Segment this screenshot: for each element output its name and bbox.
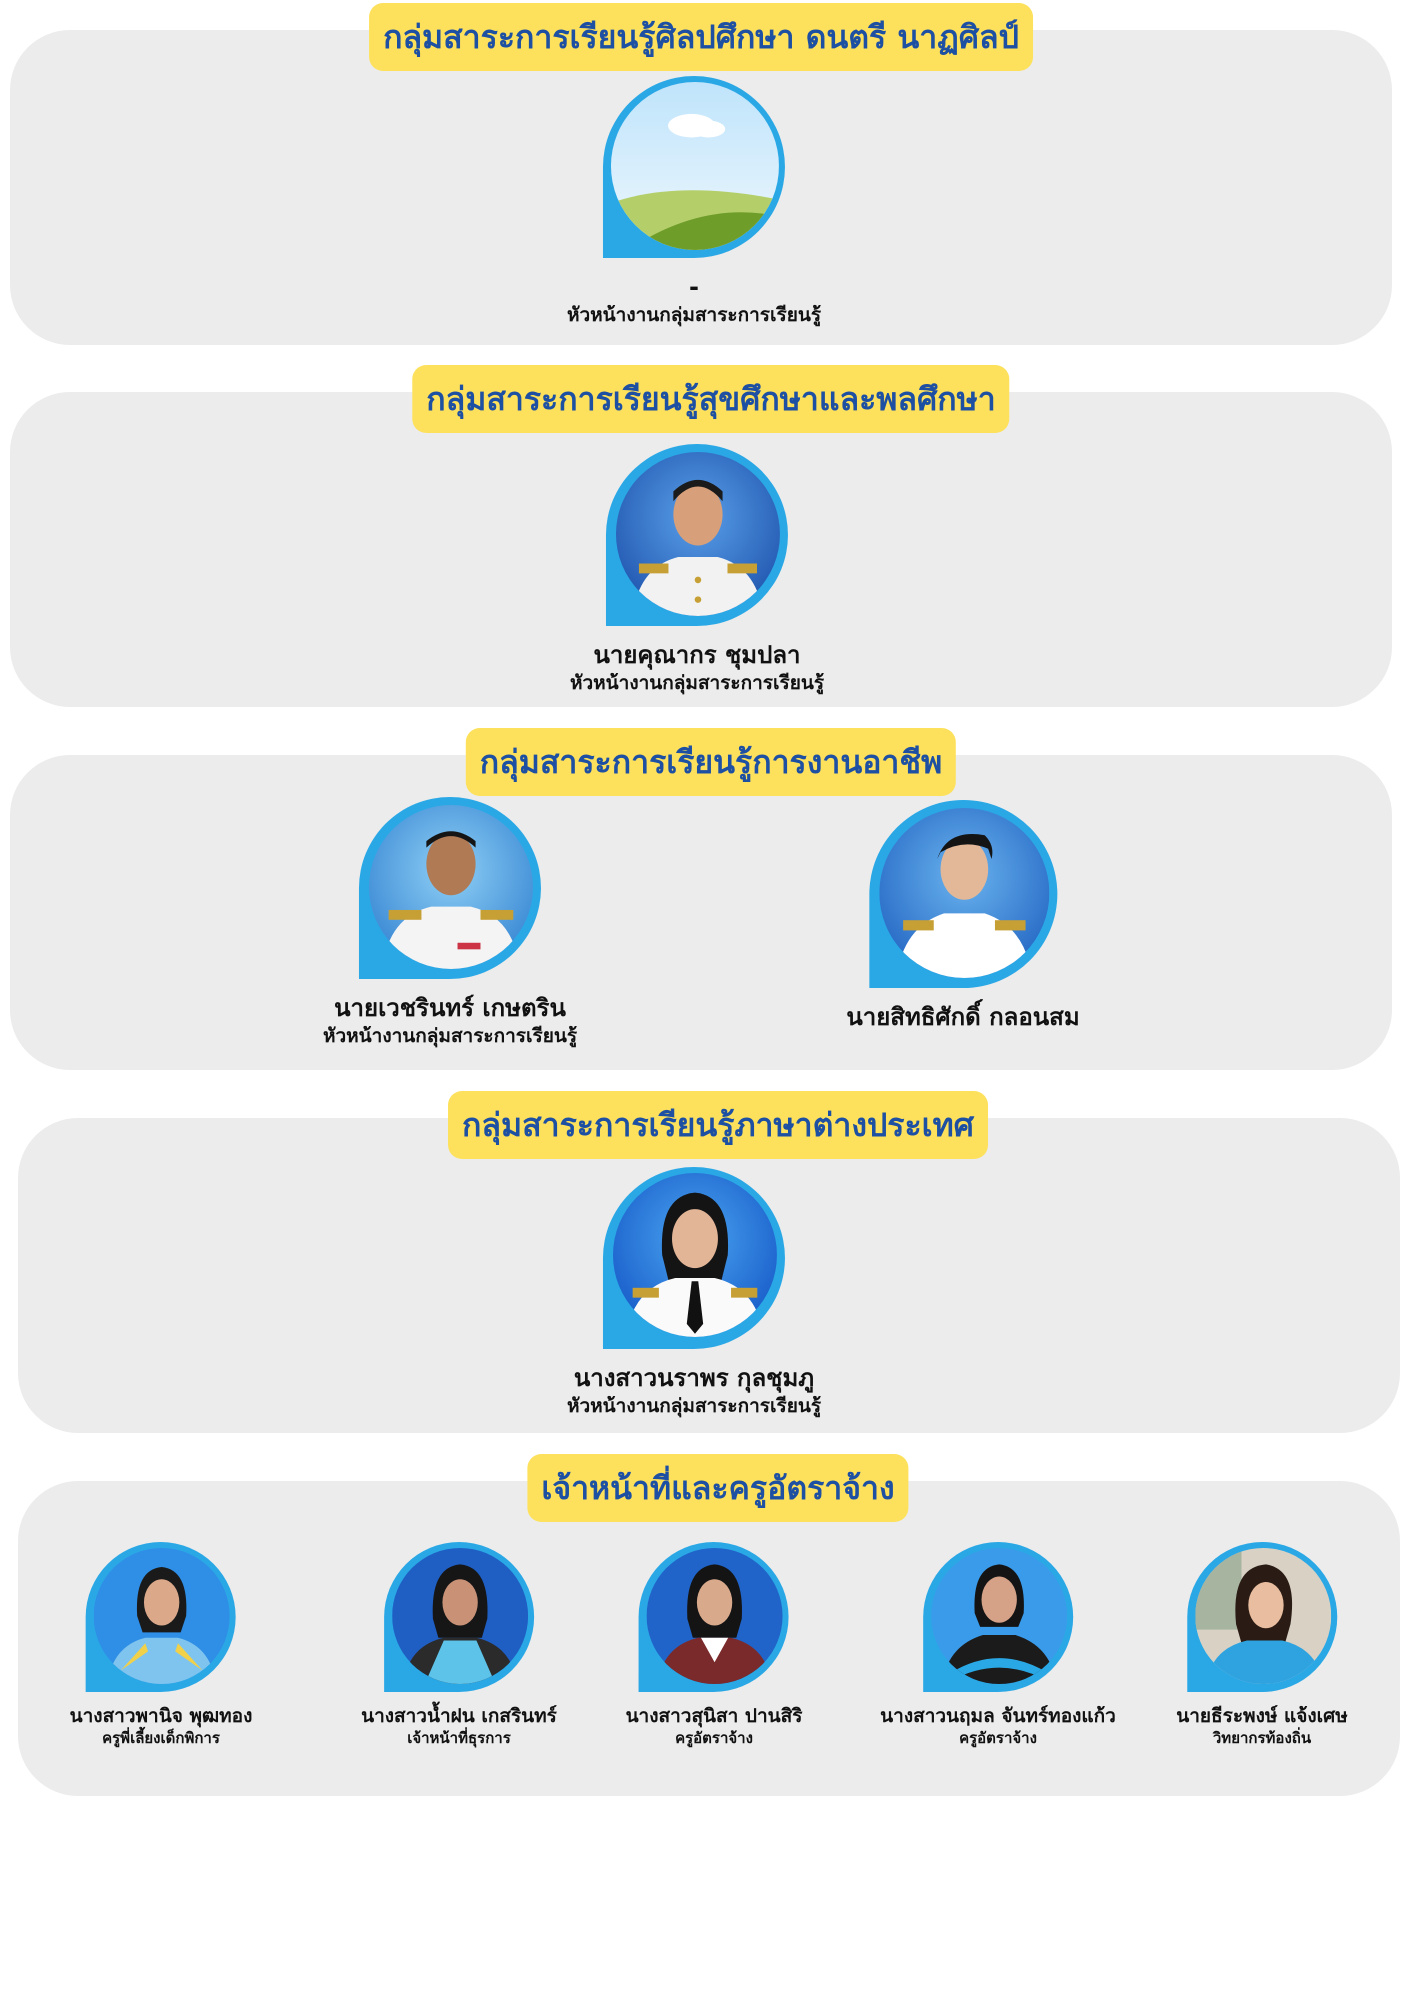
person-staff-5: นายธีระพงษ์ แจ้งเศษ วิทยากรท้องถิ่น [1176, 1542, 1348, 1748]
casual-portrait-icon [1194, 1548, 1331, 1684]
section-career-panel [10, 755, 1392, 1070]
person-name: นายคุณากร ชุมปลา [593, 641, 801, 669]
section-arts-title: กลุ่มสาระการเรียนรู้ศิลปศึกษา ดนตรี นาฏศ… [369, 3, 1033, 71]
person-name: - [689, 273, 699, 301]
person-name: นางสาวนฤมล จันทร์ทองแก้ว [880, 1705, 1116, 1727]
portrait-frame [384, 1542, 534, 1692]
portrait-frame [868, 800, 1057, 988]
male-uniform-portrait-icon [878, 808, 1049, 978]
person-role: เจ้าหน้าที่ธุรการ [407, 1729, 511, 1747]
portrait-frame [85, 1542, 236, 1692]
person-arts-head: - หัวหน้างานกลุ่มสาระการเรียนรู้ [567, 76, 821, 328]
portrait-frame [603, 76, 785, 258]
person-health-pe-head: นายคุณากร ชุมปลา หัวหน้างานกลุ่มสาระการเ… [570, 444, 824, 696]
female-gown-portrait-icon [392, 1548, 528, 1684]
person-role: หัวหน้างานกลุ่มสาระการเรียนรู้ [566, 1395, 822, 1417]
person-name: นางสาวนราพร กุลชุมภู [573, 1364, 815, 1392]
person-name: นายธีระพงษ์ แจ้งเศษ [1176, 1705, 1348, 1727]
female-uniform-portrait-icon [613, 1173, 777, 1337]
person-role: วิทยากรท้องถิ่น [1212, 1729, 1312, 1747]
portrait-frame [922, 1542, 1073, 1692]
person-career-head: นายเวชรินทร์ เกษตริน หัวหน้างานกลุ่มสาระ… [323, 797, 577, 1049]
person-staff-4: นางสาวนฤมล จันทร์ทองแก้ว ครูอัตราจ้าง [880, 1542, 1116, 1748]
person-role: หัวหน้างานกลุ่มสาระการเรียนรู้ [566, 304, 822, 326]
person-staff-1: นางสาวพานิจ พุฒทอง ครูพี่เลี้ยงเด็กพิการ [69, 1542, 253, 1748]
female-portrait-icon [93, 1548, 230, 1684]
person-role: หัวหน้างานกลุ่มสาระการเรียนรู้ [569, 672, 825, 694]
person-role: ครูพี่เลี้ยงเด็กพิการ [102, 1729, 220, 1747]
section-career-title: กลุ่มสาระการเรียนรู้การงานอาชีพ [465, 728, 957, 796]
portrait-frame [638, 1542, 789, 1692]
person-name: นางสาวสุนิสา ปานสิริ [625, 1705, 803, 1727]
person-foreign-lang-head: นางสาวนราพร กุลชุมภู หัวหน้างานกลุ่มสาระ… [567, 1167, 821, 1419]
portrait-frame [359, 797, 541, 979]
placeholder-landscape-icon [611, 82, 779, 250]
male-uniform-portrait-icon [616, 452, 780, 616]
person-name: นายสิทธิศักดิ์ กลอนสม [846, 1003, 1080, 1031]
person-name: นางสาวพานิจ พุฒทอง [69, 1705, 253, 1727]
portrait-frame [606, 444, 788, 626]
section-health-pe-title: กลุ่มสาระการเรียนรู้สุขศึกษาและพลศึกษา [412, 365, 1010, 433]
person-role: ครูอัตราจ้าง [959, 1729, 1037, 1747]
female-gown-portrait-icon [646, 1548, 783, 1684]
section-foreign-lang-title: กลุ่มสาระการเรียนรู้ภาษาต่างประเทศ [448, 1091, 988, 1159]
person-name: นายเวชรินทร์ เกษตริน [334, 994, 566, 1022]
person-role: หัวหน้างานกลุ่มสาระการเรียนรู้ [322, 1025, 578, 1047]
male-uniform-portrait-icon [369, 805, 533, 969]
person-staff-2: นางสาวน้ำฝน เกสรินทร์ เจ้าหน้าที่ธุรการ [361, 1542, 557, 1748]
person-name: นางสาวน้ำฝน เกสรินทร์ [361, 1705, 557, 1727]
female-gown-portrait-icon [930, 1548, 1067, 1684]
portrait-frame [1186, 1542, 1337, 1692]
person-role: ครูอัตราจ้าง [675, 1729, 753, 1747]
portrait-frame [603, 1167, 785, 1349]
person-career-member: นายสิทธิศักดิ์ กลอนสม [846, 800, 1080, 1032]
section-staff-title: เจ้าหน้าที่และครูอัตราจ้าง [527, 1454, 909, 1522]
person-staff-3: นางสาวสุนิสา ปานสิริ ครูอัตราจ้าง [625, 1542, 803, 1748]
